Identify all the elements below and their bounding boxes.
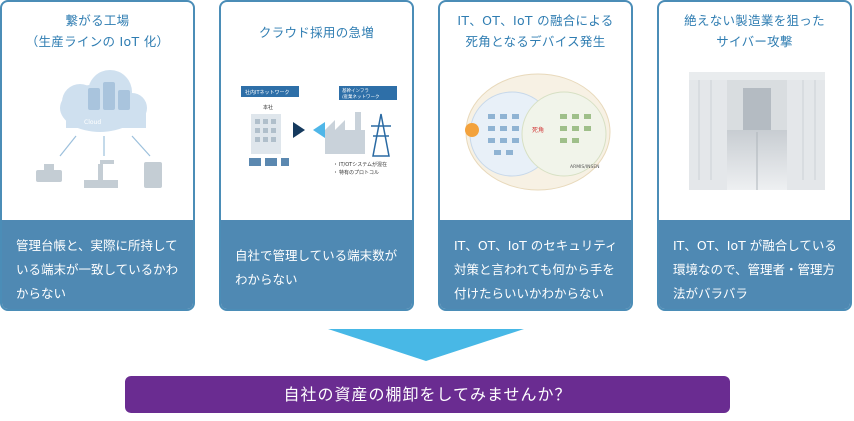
card-title: 絶えない製造業を狙った サイバー攻撃 <box>684 13 825 49</box>
blind-spot-label: 死角 <box>532 126 544 134</box>
card-title: IT、OT、IoT の融合による 死角となるデバイス発生 <box>457 13 614 49</box>
card-body: IT、OT、IoT のセキュリティ 対策と言われても何から手を 付けたらいいかわ… <box>440 220 631 309</box>
card-body: IT、OT、IoT が融合している 環境なので、管理者・管理方 法がバラバラ <box>659 220 850 309</box>
card-body: 管理台帳と、実際に所持して いる端末が一致しているかわ からない <box>2 220 193 309</box>
svg-text:IT/OTシステムが混在: IT/OTシステムが混在 <box>339 161 387 168</box>
door-icon <box>743 88 771 130</box>
network-illustration: 社内ITネットワーク 基幹インフラ /産業ネットワーク 本社 <box>221 60 412 210</box>
hq-label: 本社 <box>263 104 273 111</box>
robot-camera-icon <box>36 164 62 182</box>
machine-icon <box>144 162 162 188</box>
warning-dot-icon <box>465 123 479 137</box>
ot-network-tag: 基幹インフラ <box>342 87 369 94</box>
card-title: 繋がる工場 （生産ラインの IoT 化） <box>25 13 170 49</box>
note-mixed-systems: ・ <box>333 162 338 168</box>
database-icon <box>88 82 130 110</box>
cloud-label: Cloud <box>84 119 101 126</box>
cleanroom-photo <box>659 60 850 210</box>
note-protocol: ・ <box>333 170 338 176</box>
convergence-arrows-icon <box>293 122 325 138</box>
transmission-tower-icon <box>371 113 391 157</box>
card-title: クラウド採用の急増 <box>258 25 375 40</box>
factory-icon <box>325 112 365 154</box>
office-building-icon <box>251 114 281 154</box>
laptop-icon <box>249 158 289 166</box>
down-arrow-icon <box>328 329 524 361</box>
card-body: 自社で管理している端末数が わからない <box>221 220 412 309</box>
robot-arm-icon <box>84 160 118 188</box>
svg-text:/産業ネットワーク: /産業ネットワーク <box>342 93 380 100</box>
card-cyber-attacks: 絶えない製造業を狙った サイバー攻撃 IT、OT、IoT が融合している 環境な… <box>657 0 852 311</box>
brand-label: ARMIS/INSEN <box>570 164 600 170</box>
card-connected-factory: 繋がる工場 （生産ラインの IoT 化） Cloud <box>0 0 195 311</box>
card-it-ot-iot-convergence: IT、OT、IoT の融合による 死角となるデバイス発生 死角 ARMIS/IN… <box>438 0 633 311</box>
svg-text:特有のプロトコル: 特有のプロトコル <box>339 169 379 176</box>
venn-illustration: 死角 ARMIS/INSEN <box>440 60 631 210</box>
card-cloud-adoption: クラウド採用の急増 社内ITネットワーク 基幹インフラ /産業ネットワーク 本社 <box>219 0 414 311</box>
cta-banner: 自社の資産の棚卸をしてみませんか？ <box>125 376 730 413</box>
iot-factory-illustration: Cloud <box>2 60 193 210</box>
it-network-tag: 社内ITネットワーク <box>245 89 290 96</box>
